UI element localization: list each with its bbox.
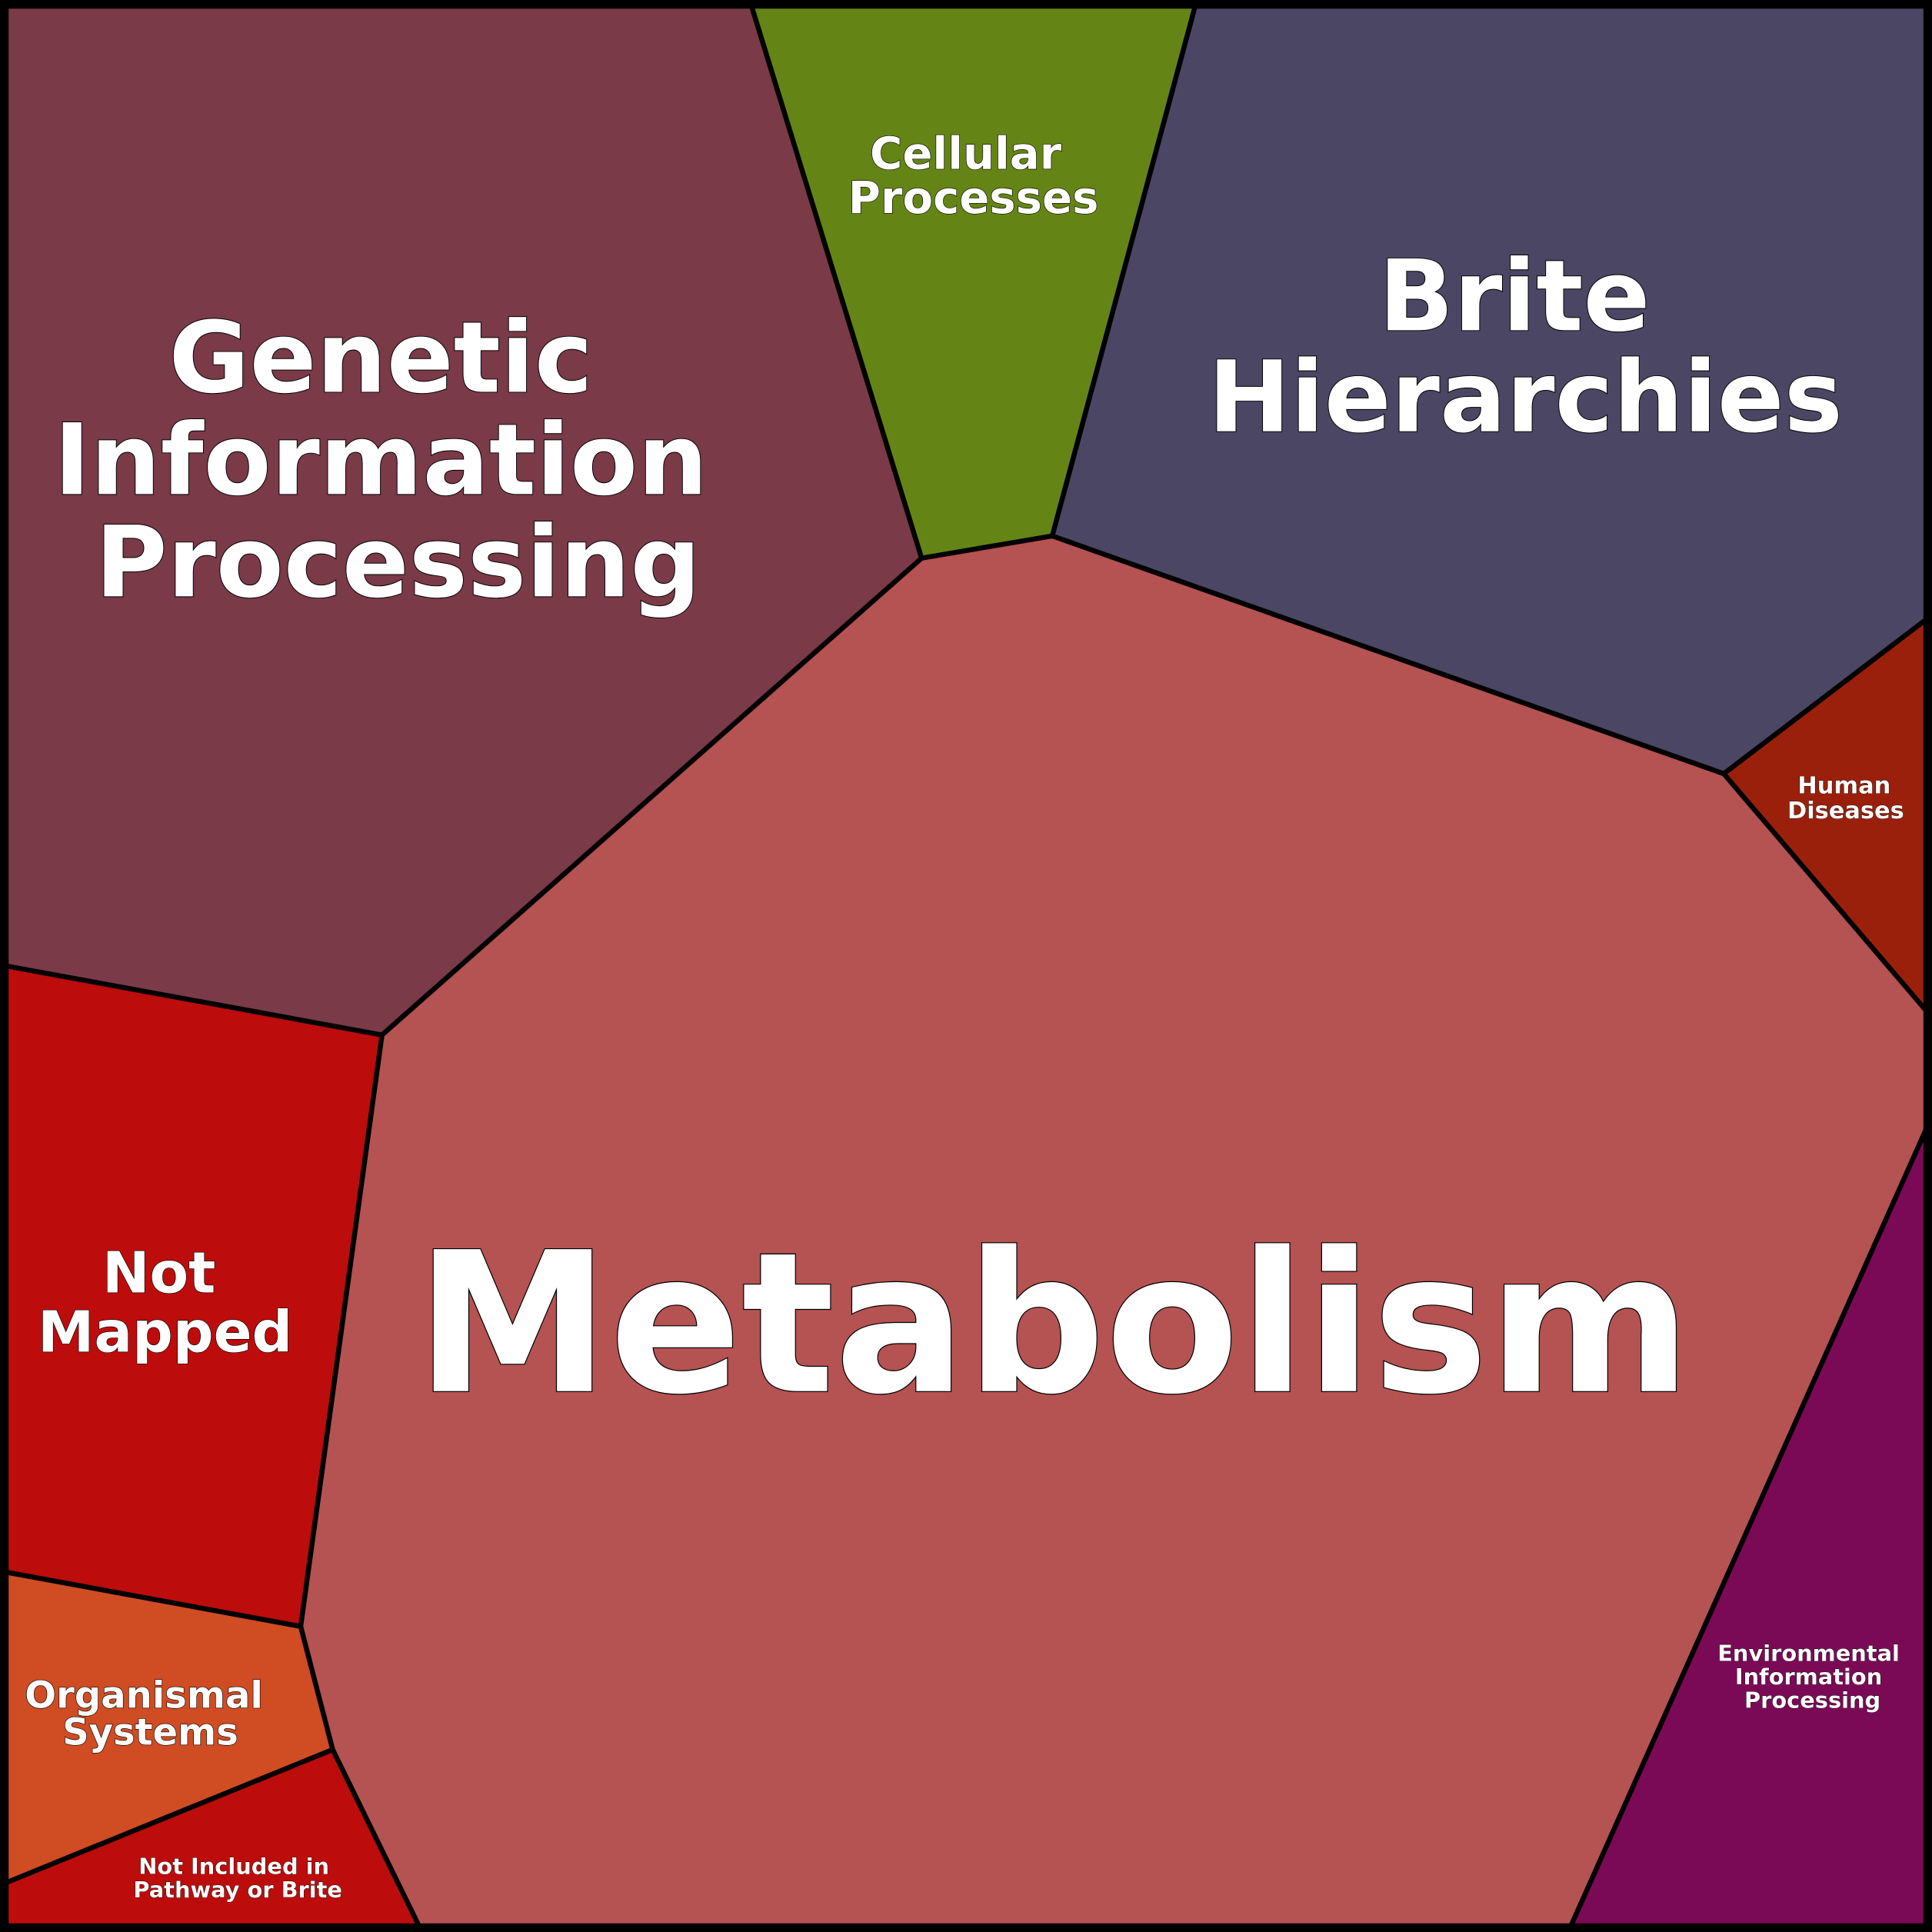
label-not-included: Not Included in Pathway or Brite bbox=[133, 1854, 342, 1903]
label-human-diseases: Human Diseases bbox=[1787, 773, 1904, 824]
label-not-mapped: Not Mapped bbox=[38, 1241, 292, 1366]
label-environmental-information-processing: Environmental Information Processing bbox=[1717, 1641, 1907, 1714]
label-organismal-systems: Organismal Systems bbox=[25, 1674, 275, 1754]
label-genetic-information-processing: Genetic Information Processing bbox=[54, 301, 742, 620]
label-brite-hierarchies: Brite Hierarchies bbox=[1208, 239, 1843, 455]
label-cellular-processes: Cellular Processes bbox=[848, 127, 1099, 224]
label-metabolism: Metabolism bbox=[416, 1211, 1691, 1437]
